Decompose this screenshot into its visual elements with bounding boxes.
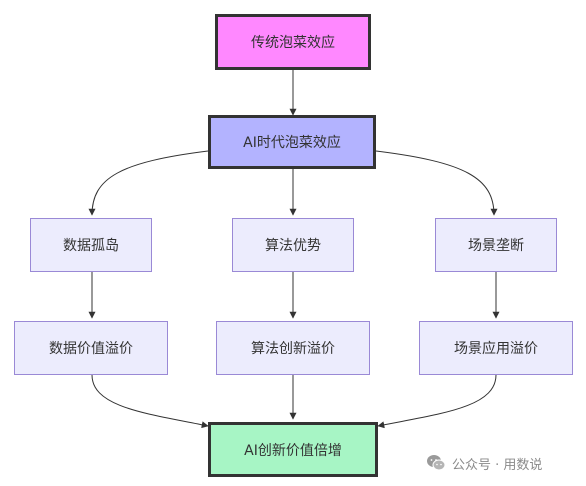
- node-scene-premium: 场景应用溢价: [419, 321, 573, 375]
- node-ai-value: AI创新价值倍增: [208, 422, 378, 477]
- node-traditional: 传统泡菜效应: [215, 14, 371, 70]
- watermark-text: 公众号 · 用数说: [452, 457, 543, 473]
- edge-data-premium-to-ai-value: [91, 374, 209, 429]
- node-ai-era: AI时代泡菜效应: [208, 115, 376, 169]
- wechat-icon: [427, 455, 446, 471]
- node-algo-adv: 算法优势: [232, 218, 354, 272]
- node-scene-barrier-label: 场景垄断: [468, 238, 524, 254]
- node-scene-barrier: 场景垄断: [435, 218, 557, 272]
- node-scene-premium-label: 场景应用溢价: [454, 341, 538, 357]
- node-data-silo: 数据孤岛: [30, 218, 152, 272]
- node-algo-premium: 算法创新溢价: [216, 321, 370, 375]
- node-data-premium-label: 数据价值溢价: [49, 341, 133, 357]
- node-traditional-label: 传统泡菜效应: [251, 35, 335, 51]
- node-ai-era-label: AI时代泡菜效应: [243, 135, 341, 151]
- node-algo-adv-label: 算法优势: [265, 238, 321, 254]
- node-data-silo-label: 数据孤岛: [63, 238, 119, 254]
- node-ai-value-label: AI创新价值倍增: [244, 442, 342, 459]
- edge-ai-era-to-data-silo: [88, 150, 209, 216]
- edge-ai-era-to-scene-barrier: [375, 150, 498, 216]
- node-data-premium: 数据价值溢价: [14, 321, 168, 375]
- watermark: 公众号 · 用数说: [426, 452, 542, 474]
- node-algo-premium-label: 算法创新溢价: [251, 341, 335, 357]
- edge-scene-premium-to-ai-value: [377, 374, 497, 429]
